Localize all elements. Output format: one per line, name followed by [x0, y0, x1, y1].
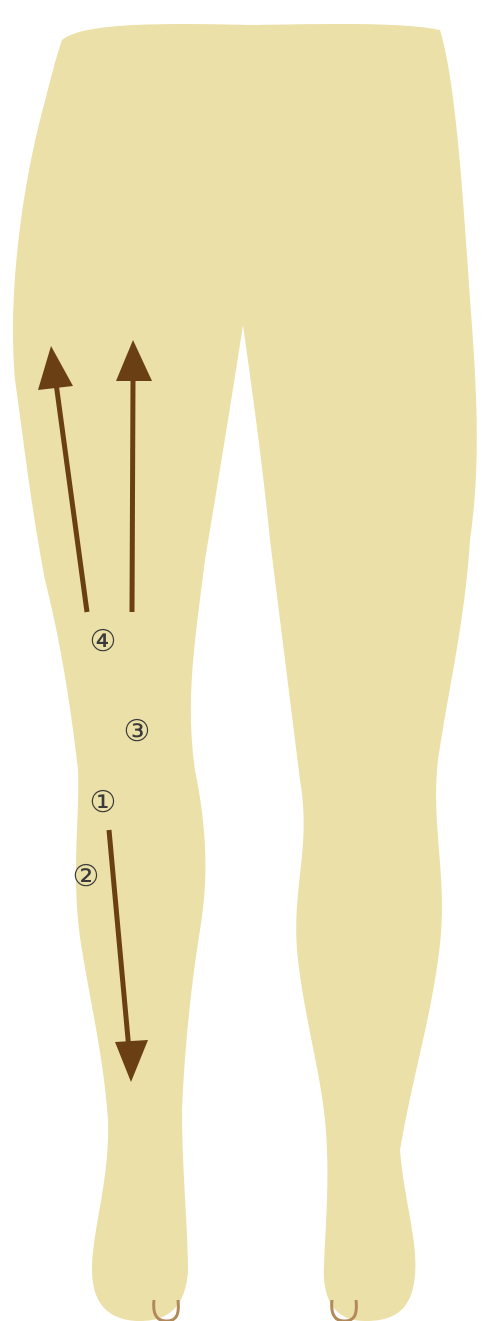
marker-2: ② [73, 859, 100, 894]
legs-silhouette [13, 24, 477, 1321]
marker-1: ① [90, 785, 117, 820]
marker-4: ④ [90, 624, 117, 659]
marker-3: ③ [124, 714, 151, 749]
